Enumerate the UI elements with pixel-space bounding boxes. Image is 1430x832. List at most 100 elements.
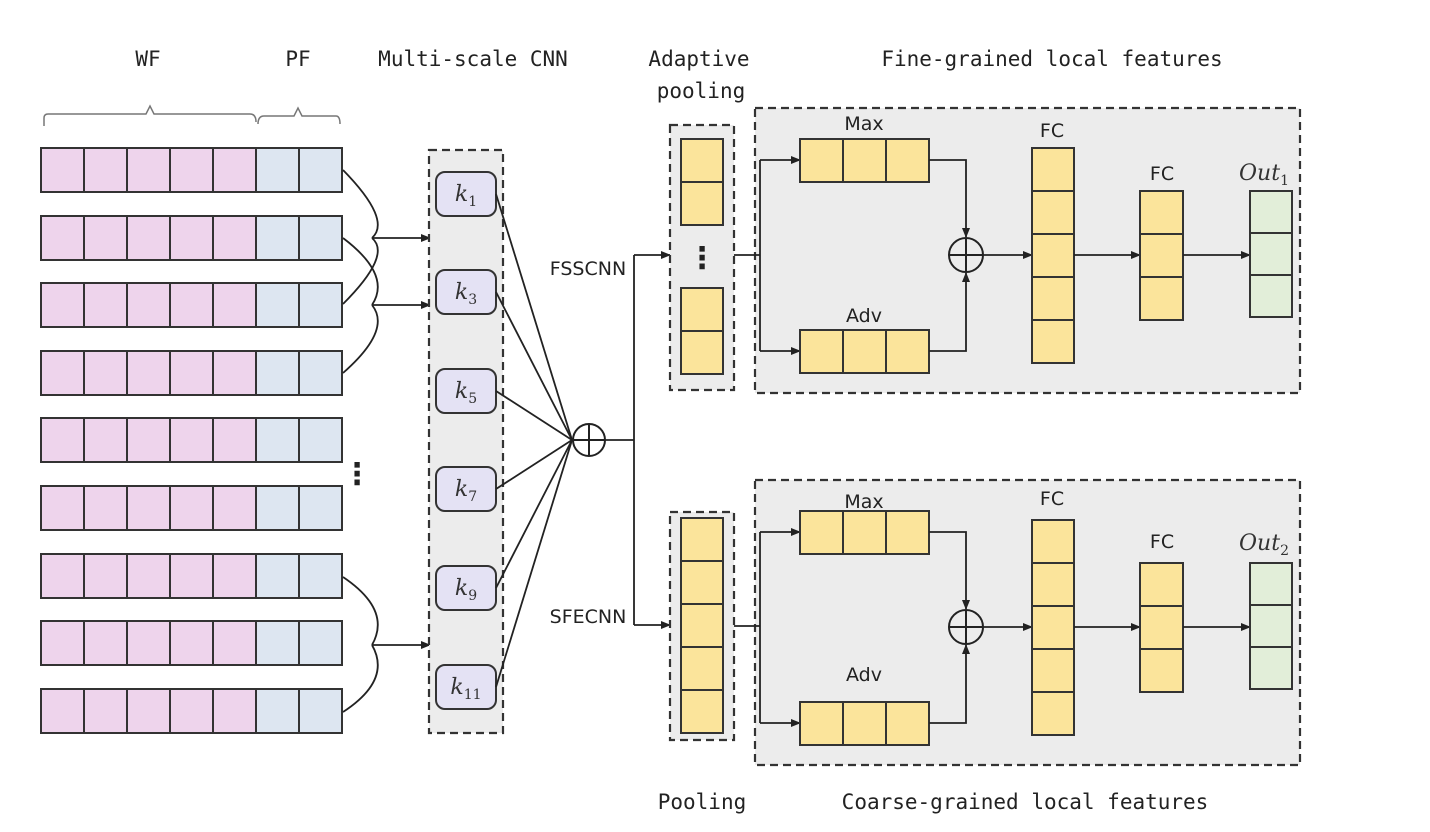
word-feature-cell	[126, 282, 171, 328]
kernel-connection	[495, 439, 573, 688]
output-cell	[1249, 562, 1293, 606]
word-feature-cell	[126, 417, 171, 463]
output-cell	[1249, 604, 1293, 648]
word-feature-cell	[83, 485, 128, 531]
input-row	[40, 417, 343, 463]
vector-cell	[842, 138, 887, 183]
input-rows	[40, 147, 343, 734]
position-feature-cell	[298, 147, 343, 193]
multiscale-cnn-panel	[427, 148, 505, 735]
input-row	[40, 688, 343, 734]
position-feature-cell	[298, 350, 343, 396]
fc2-cell	[1139, 233, 1184, 278]
word-feature-cell	[126, 688, 171, 734]
input-row	[40, 215, 343, 261]
kernel-label: k5	[455, 379, 477, 407]
vector-cell	[799, 329, 844, 374]
avg-pool-vector	[799, 701, 930, 746]
fc1-layer	[1031, 519, 1075, 736]
output-layer	[1249, 562, 1293, 690]
row-connections	[342, 169, 431, 713]
avg-pool-vector	[799, 329, 930, 374]
kernel-label: k7	[455, 477, 477, 505]
coarse-grained-branch	[734, 478, 1302, 767]
word-feature-cell	[40, 215, 85, 261]
word-feature-cell	[83, 282, 128, 328]
fc1-cell	[1031, 562, 1075, 607]
out2-label: Out2	[1239, 531, 1289, 559]
word-feature-cell	[169, 485, 214, 531]
word-feature-cell	[212, 215, 257, 261]
vector-cell	[885, 701, 930, 746]
word-feature-cell	[83, 688, 128, 734]
kernel-connection	[495, 439, 573, 490]
word-feature-cell	[40, 688, 85, 734]
fc1-cell	[1031, 605, 1075, 650]
word-feature-cell	[169, 215, 214, 261]
word-feature-cell	[126, 485, 171, 531]
word-feature-cell	[40, 350, 85, 396]
word-feature-cell	[212, 688, 257, 734]
kernel-label: k1	[455, 182, 477, 210]
fc1-cell	[1031, 648, 1075, 693]
fc1-cell	[1031, 147, 1075, 192]
kernel-k3: k3	[435, 269, 497, 315]
kernel-k1: k1	[435, 171, 497, 217]
sum-node-main	[572, 423, 606, 457]
word-feature-cell	[169, 688, 214, 734]
fc1-cell	[1031, 319, 1075, 364]
fc2-layer	[1139, 190, 1184, 321]
fc1-label-top: FC	[1040, 120, 1064, 142]
out1-label: Out1	[1239, 161, 1289, 189]
kernel-connection	[495, 439, 573, 589]
kernel-k7: k7	[435, 466, 497, 512]
adv-label-top: Adv	[846, 305, 882, 327]
word-feature-cell	[212, 620, 257, 666]
input-row	[40, 553, 343, 599]
input-row	[40, 147, 343, 193]
fc2-cell	[1139, 276, 1184, 321]
position-feature-cell	[255, 215, 300, 261]
kernel-k9: k9	[435, 565, 497, 611]
adaptive-pooling-cells	[680, 138, 724, 375]
sum-node	[948, 237, 984, 273]
word-feature-cell	[83, 215, 128, 261]
sum-node	[948, 609, 984, 645]
word-feature-cell	[40, 553, 85, 599]
vector-cell	[799, 138, 844, 183]
word-feature-cell	[40, 485, 85, 531]
position-feature-cell	[298, 553, 343, 599]
pooling-ellipsis: ⋮	[687, 241, 717, 276]
position-feature-cell	[255, 417, 300, 463]
word-feature-cell	[40, 620, 85, 666]
kernel-to-sum-lines	[495, 193, 573, 688]
position-feature-cell	[255, 553, 300, 599]
pooling-cells	[680, 517, 724, 734]
fc2-layer	[1139, 562, 1184, 693]
kernel-label: k3	[455, 280, 477, 308]
coarse-grained-label: Coarse-grained local features	[842, 790, 1209, 814]
vector-cell	[885, 510, 930, 555]
fc1-cell	[1031, 190, 1075, 235]
output-cell	[1249, 190, 1293, 234]
word-feature-cell	[169, 620, 214, 666]
kernel-connection	[495, 193, 573, 441]
word-feature-cell	[212, 417, 257, 463]
word-feature-cell	[126, 350, 171, 396]
vector-cell	[842, 701, 887, 746]
word-feature-cell	[212, 147, 257, 193]
fine-grained-label: Fine-grained local features	[881, 47, 1222, 71]
word-feature-cell	[126, 215, 171, 261]
vector-cell	[885, 138, 930, 183]
fc1-layer	[1031, 147, 1075, 364]
position-feature-cell	[255, 620, 300, 666]
word-feature-cell	[169, 553, 214, 599]
word-feature-cell	[83, 417, 128, 463]
max-label-bottom: Max	[844, 491, 883, 513]
input-row	[40, 485, 343, 531]
fc2-cell	[1139, 605, 1184, 650]
output-cell	[1249, 232, 1293, 276]
pooling-cell	[680, 646, 724, 691]
word-feature-cell	[40, 417, 85, 463]
